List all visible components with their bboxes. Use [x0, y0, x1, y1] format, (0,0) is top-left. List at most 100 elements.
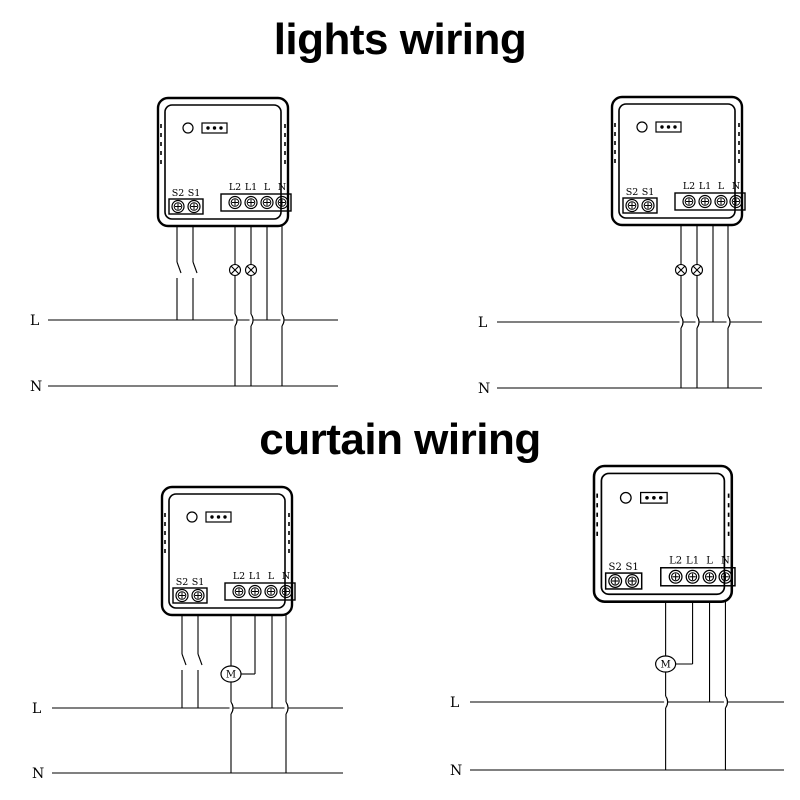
terminal-label-s1: S1 — [642, 187, 655, 198]
terminal-label-n: N — [732, 181, 740, 192]
screw-head — [277, 198, 287, 207]
curtain-wiring-title: curtain wiring — [259, 415, 541, 464]
screw-terminal-icon — [682, 194, 696, 209]
live-bus-label: L — [32, 701, 41, 717]
connector-housing — [655, 121, 682, 133]
switch-gap — [195, 654, 203, 670]
wire-crossover-mask — [233, 314, 237, 326]
terminal-label-l: L — [268, 571, 275, 582]
screw-head — [281, 587, 291, 596]
screw-terminal-icon — [187, 199, 201, 214]
terminal-label-l: L — [718, 181, 725, 192]
screw-rim — [260, 195, 274, 210]
screw-terminal-icon — [264, 584, 278, 599]
connector-pin — [645, 495, 649, 500]
screw-head — [610, 576, 620, 586]
connector-housing — [640, 491, 668, 504]
screw-rim — [682, 194, 696, 209]
connector-pin — [210, 515, 214, 519]
wire-crossover-mask — [723, 696, 727, 708]
lights-wiring-title: lights wiring — [273, 15, 527, 64]
screw-terminal-icon — [685, 569, 700, 584]
lamp-icon — [244, 263, 258, 277]
screw-terminal-icon — [279, 584, 293, 599]
terminal-label-s2: S2 — [176, 577, 189, 588]
lamp-cross — [230, 265, 240, 275]
switch-blade — [176, 261, 182, 274]
connector-pin — [216, 515, 221, 519]
screw-rim — [729, 194, 743, 209]
three-pin-connector-icon — [205, 511, 232, 523]
connector-pin — [206, 126, 210, 130]
screw-terminal-icon — [260, 195, 274, 210]
screw-terminal-icon — [248, 584, 262, 599]
screw-terminal-icon — [244, 195, 258, 210]
terminal-label-l2: L2 — [669, 556, 682, 567]
module-outer-casing — [160, 485, 294, 617]
neutral-bus-label: N — [32, 766, 44, 782]
screw-head — [716, 197, 726, 206]
module-inner-casing — [168, 493, 286, 609]
switch-terminal-block — [604, 572, 643, 590]
screw-head — [177, 591, 187, 600]
motor-icon: M — [220, 665, 242, 683]
led-indicator-icon — [636, 121, 648, 133]
terminal-label-n: N — [721, 556, 730, 567]
terminal-label-s2: S2 — [626, 187, 639, 198]
switch-icon — [190, 261, 198, 278]
wire-crossover-arc — [250, 313, 254, 327]
screw-head — [246, 198, 256, 207]
screw-head — [250, 587, 260, 596]
screw-terminal-icon — [232, 584, 246, 599]
screw-terminal-icon — [668, 569, 683, 584]
screw-rim — [264, 584, 278, 599]
load-terminal-block — [220, 193, 292, 212]
terminal-label-l1: L1 — [245, 182, 257, 193]
screw-rim — [228, 195, 242, 210]
screw-head — [671, 572, 681, 582]
terminal-label-l1: L1 — [249, 571, 261, 582]
connector-pin — [666, 125, 671, 129]
module-outer-casing — [592, 464, 734, 603]
load-terminal-block — [674, 192, 746, 211]
connector-housing — [201, 122, 228, 134]
terminal-label-l2: L2 — [233, 571, 245, 582]
connector-pin — [652, 495, 656, 500]
screw-terminal-icon — [698, 194, 712, 209]
wire-crossover-mask — [726, 316, 730, 328]
screw-rim — [718, 569, 733, 584]
screw-terminal-icon — [171, 199, 185, 214]
switch-gap — [179, 654, 187, 670]
screw-rim — [625, 574, 640, 589]
switch-blade — [181, 653, 187, 666]
neutral-bus-label: N — [450, 763, 462, 779]
wire-crossover-mask — [229, 702, 233, 714]
screw-terminal-icon — [175, 588, 189, 603]
screw-rim — [244, 195, 258, 210]
screw-terminal-icon — [191, 588, 205, 603]
switch-terminal-block — [172, 587, 208, 604]
screw-terminal-icon — [275, 195, 289, 210]
screw-head — [684, 197, 694, 206]
load-terminal-block — [660, 567, 736, 587]
terminal-label-l1: L1 — [686, 556, 699, 567]
screw-rim — [702, 569, 717, 584]
connector-pin — [673, 125, 677, 129]
screw-head — [230, 198, 240, 207]
screw-head — [720, 572, 730, 582]
screw-rim — [685, 569, 700, 584]
wire-crossover-arc — [727, 315, 731, 329]
terminal-label-s1: S1 — [626, 562, 639, 573]
wire-crossover-mask — [695, 316, 699, 328]
lamp-icon — [228, 263, 242, 277]
screw-rim — [641, 198, 655, 213]
wire-crossover-arc — [724, 695, 728, 709]
connector-pin — [660, 125, 664, 129]
lamp-cross — [676, 265, 686, 275]
screw-head — [234, 587, 244, 596]
neutral-bus-label: N — [478, 381, 490, 397]
